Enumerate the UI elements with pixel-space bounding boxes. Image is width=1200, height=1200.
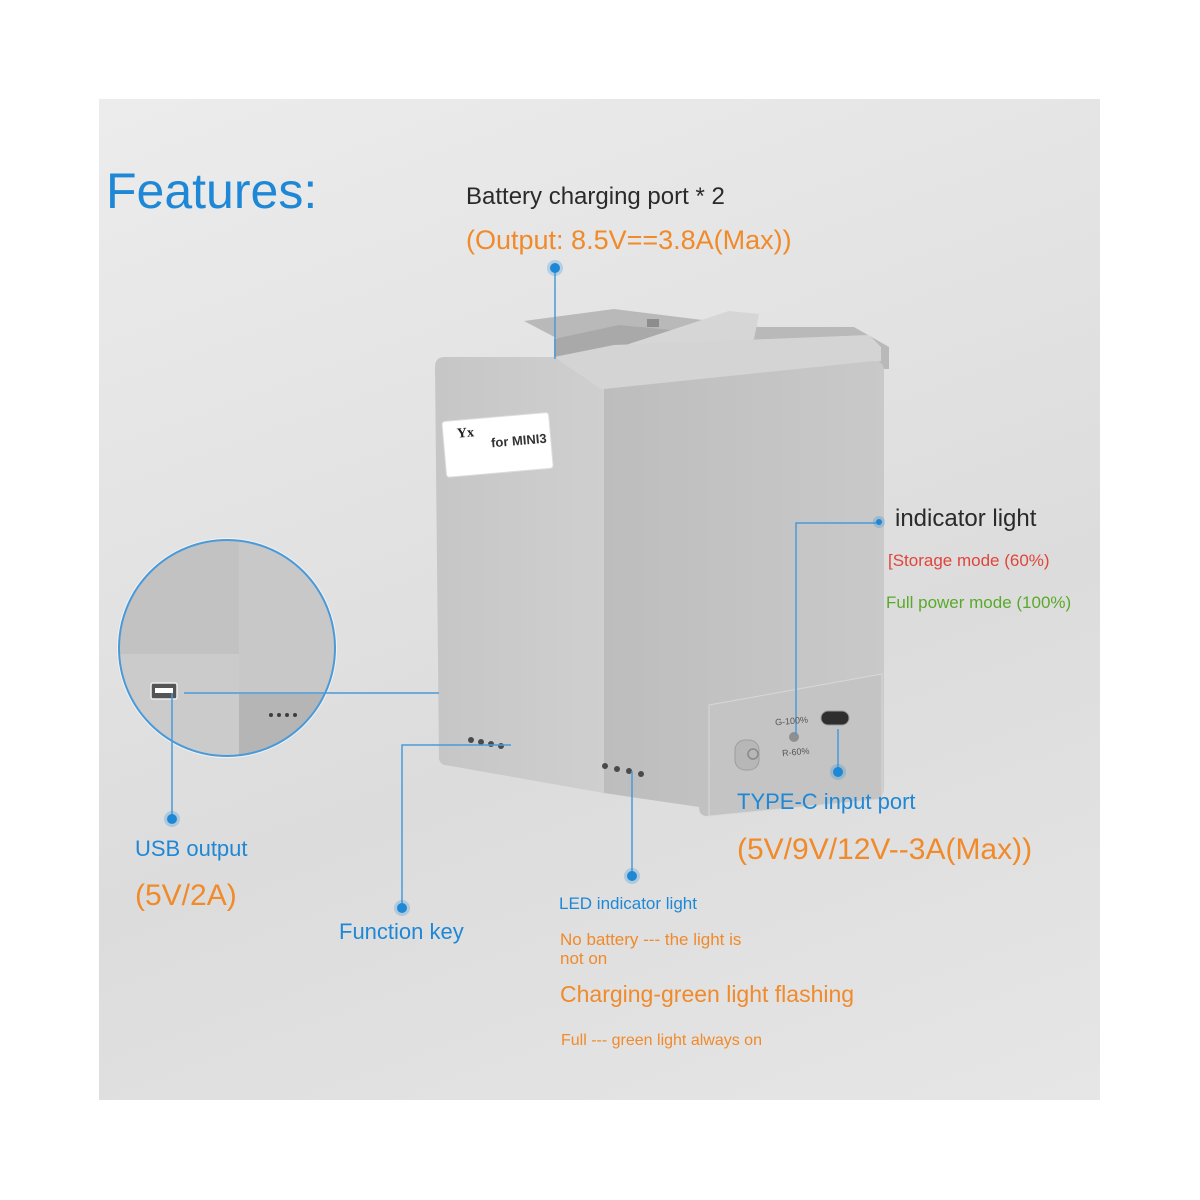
typec-dot <box>833 767 843 777</box>
usb-label: USB output <box>135 836 248 861</box>
typec-port-shape <box>820 710 850 726</box>
indicator-storage: [Storage mode (60%) <box>888 551 1050 570</box>
charging-port-label: Battery charging port * 2 <box>466 183 725 210</box>
indicator-dot <box>876 519 882 525</box>
led-label: LED indicator light <box>559 894 697 913</box>
feature-panel: Yx for MINI3 G-100% R-60% Features: Batt… <box>99 99 1100 1100</box>
charging-port-dot <box>550 263 560 273</box>
charger-illustration <box>117 267 889 908</box>
usb-spec: (5V/2A) <box>135 879 237 912</box>
indicator-full: Full power mode (100%) <box>886 593 1072 612</box>
page-title: Features: <box>106 163 318 219</box>
function-key-label: Function key <box>339 919 464 944</box>
function-key-leader <box>401 744 511 908</box>
led-dot <box>627 871 637 881</box>
port-panel <box>708 673 883 817</box>
typec-spec: (5V/9V/12V--3A(Max)) <box>737 833 1033 866</box>
product-label-brand: Yx <box>456 425 475 442</box>
led-charging: Charging-green light flashing <box>560 981 855 1007</box>
led-no-battery: No battery --- the light is not on <box>560 930 742 968</box>
led-full: Full --- green light always on <box>561 1032 762 1049</box>
charging-port-spec: (Output: 8.5V==3.8A(Max)) <box>466 225 792 255</box>
function-key-shape <box>734 739 760 771</box>
indicator-label: indicator light <box>895 505 1037 532</box>
typec-label: TYPE-C input port <box>737 789 916 814</box>
product-label <box>441 412 554 478</box>
function-key-dot <box>397 903 407 913</box>
usb-dot <box>167 814 177 824</box>
indicator-leader <box>795 522 879 735</box>
